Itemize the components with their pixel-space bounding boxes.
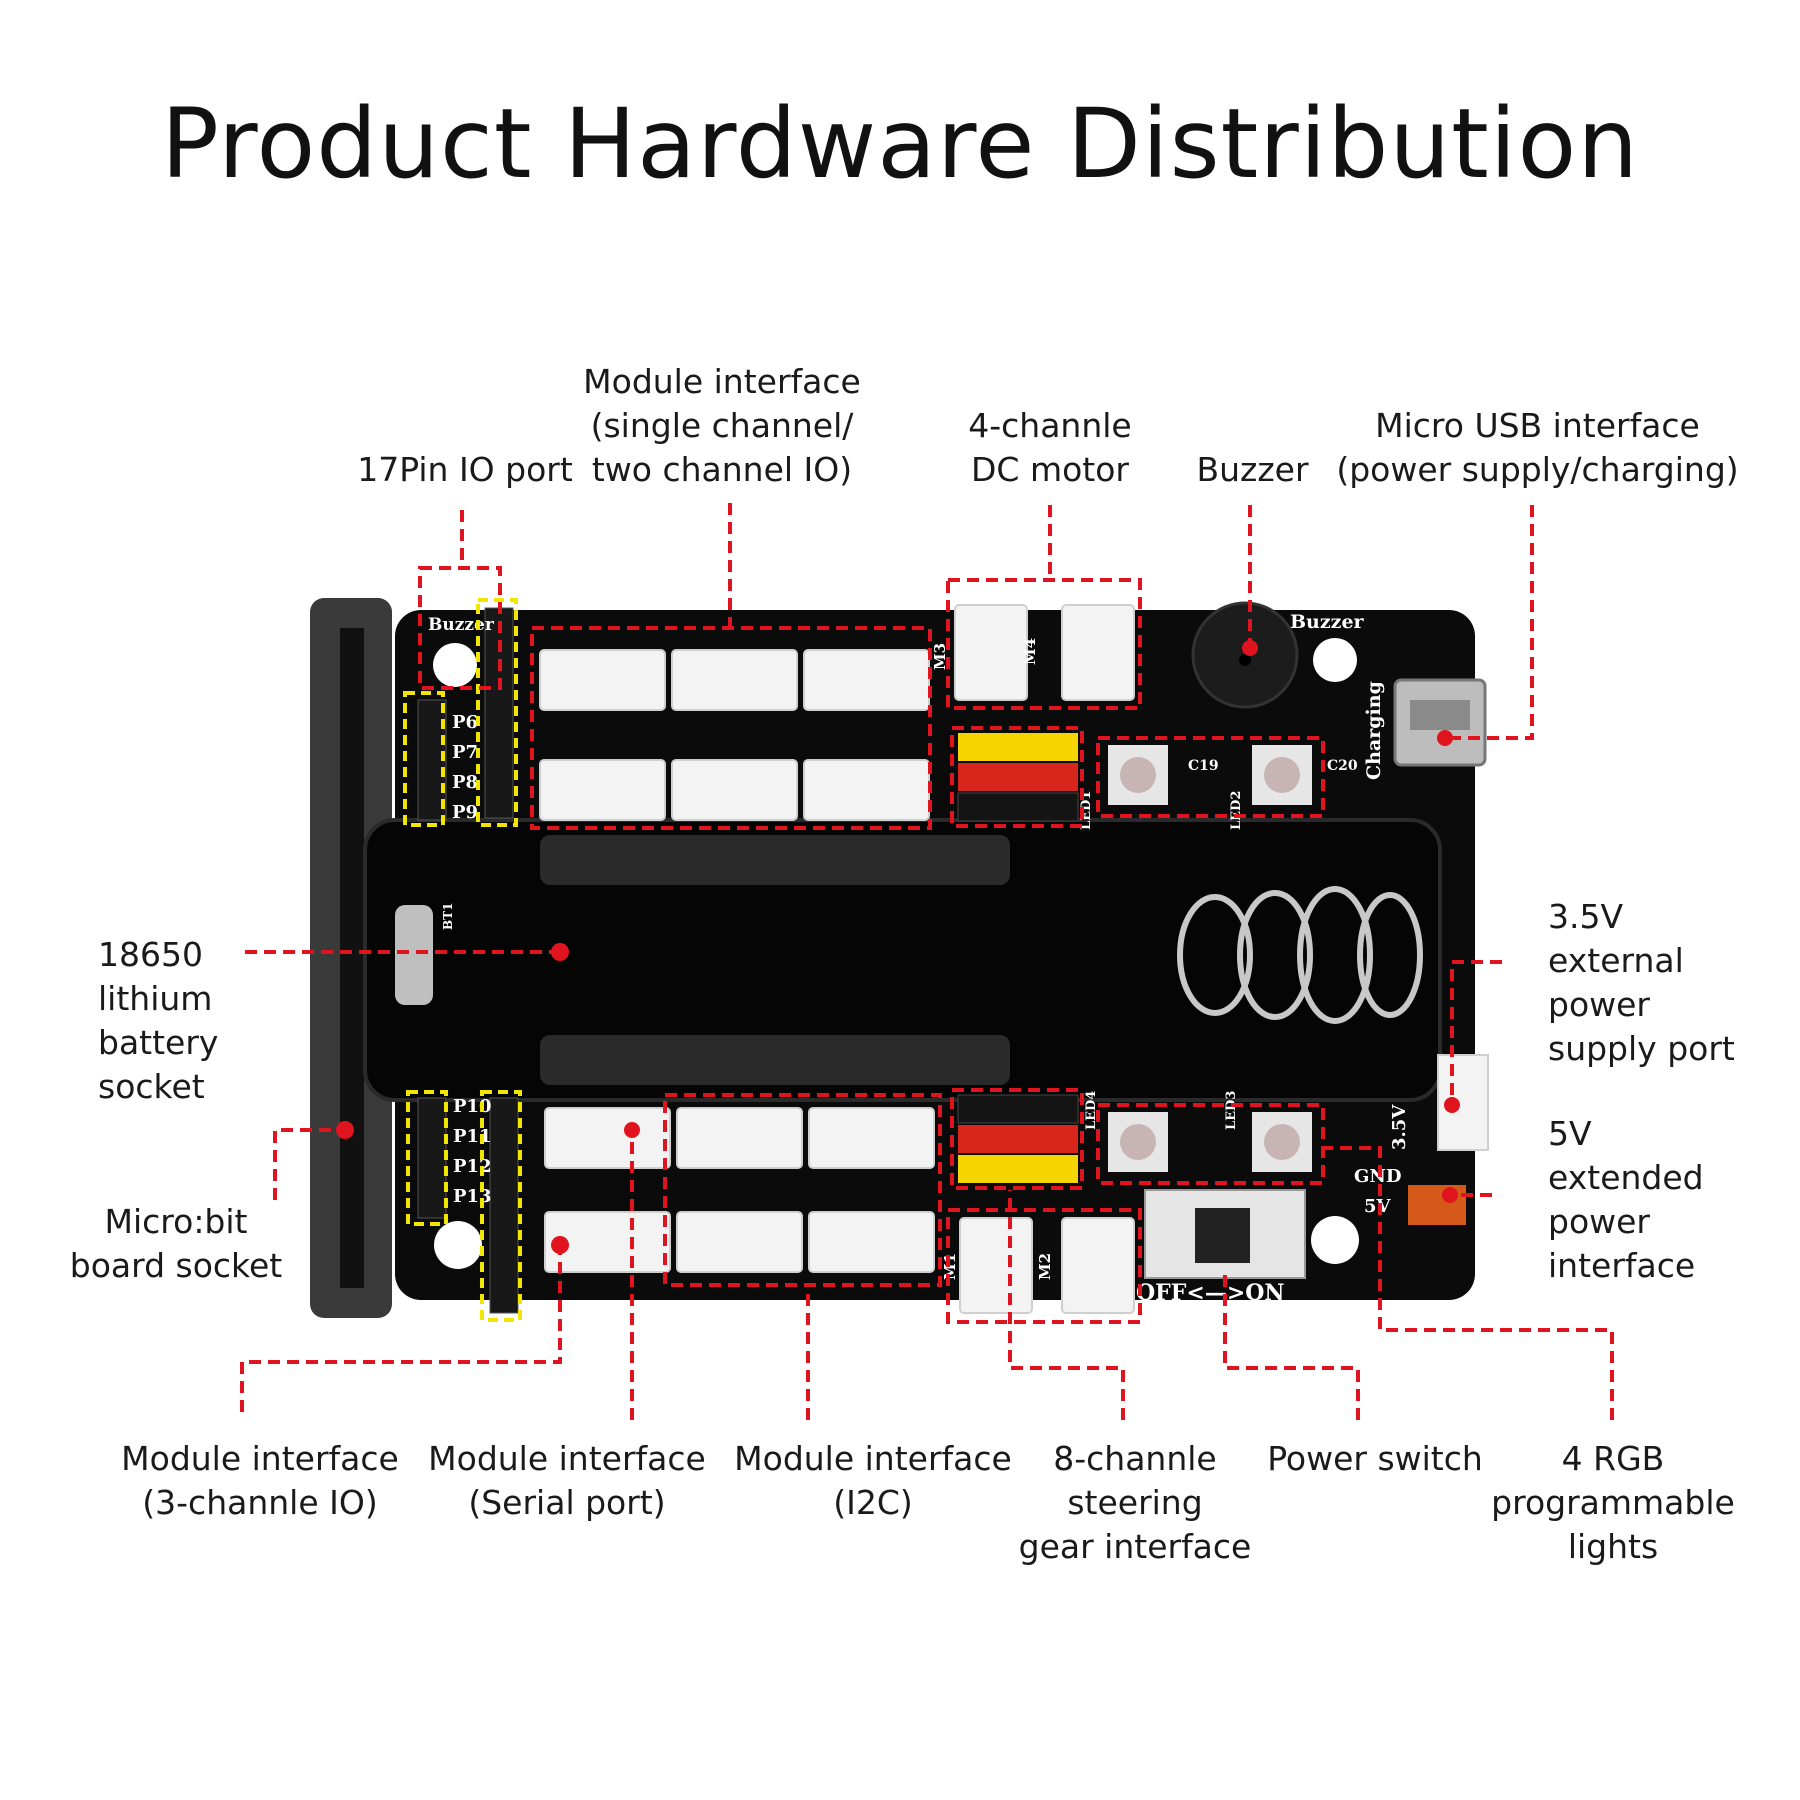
battery-holder-rib — [540, 835, 1010, 885]
micro-usb-opening — [1410, 700, 1470, 730]
battery-spring — [1177, 886, 1423, 1024]
power-switch-knob — [1195, 1208, 1250, 1263]
servo-headers-top — [957, 733, 1079, 822]
silk-charging: Charging — [1363, 681, 1385, 780]
mount-hole — [1311, 1216, 1359, 1264]
label-buzzer: Buzzer — [1196, 450, 1309, 489]
label-5v-extended: 5V extended power interface — [1548, 1114, 1704, 1285]
label-module-single-channel: Module interface (single channel/ two ch… — [583, 362, 861, 489]
label-microbit-socket: Micro:bit board socket — [69, 1202, 283, 1285]
page-title: Product Hardware Distribution — [160, 88, 1640, 200]
silk-led4: LED4 — [1084, 1091, 1099, 1130]
silk-c19: C19 — [1188, 758, 1219, 774]
silk-c20: C20 — [1327, 758, 1358, 774]
top-connectors — [539, 649, 930, 821]
label-rgb-lights: 4 RGB programmable lights — [1491, 1439, 1735, 1566]
silk-bt1: BT1 — [441, 903, 455, 930]
mount-hole — [433, 643, 477, 687]
silk-p11: P11 — [453, 1126, 492, 1147]
silk-p13: P13 — [453, 1186, 492, 1207]
io-header-bottom-left — [417, 1097, 447, 1219]
rgb-led-lens — [1120, 1124, 1156, 1160]
ext-35v-port — [1437, 1054, 1489, 1151]
silk-buzzer: Buzzer — [428, 615, 495, 635]
silk-p12: P12 — [453, 1156, 492, 1177]
battery-terminal — [395, 905, 433, 1005]
callout-dots — [336, 640, 1460, 1254]
silk-m4: M4 — [1021, 638, 1039, 665]
label-servo-interface: 8-channle steering gear interface — [1018, 1439, 1252, 1566]
io-header-top — [484, 607, 514, 819]
ext-5v-pins — [1408, 1185, 1466, 1225]
mount-hole — [1313, 638, 1357, 682]
silk-p9: P9 — [452, 802, 478, 823]
silk-m3: M3 — [931, 643, 949, 670]
silk-led1: LED1 — [1079, 791, 1094, 830]
silk-gnd: GND — [1354, 1166, 1401, 1187]
silk-p6: P6 — [452, 712, 478, 733]
motor-connectors-top — [954, 604, 1135, 701]
rgb-led-lens — [1264, 757, 1300, 793]
rgb-led-lens — [1264, 1124, 1300, 1160]
battery-holder-rib — [540, 1035, 1010, 1085]
label-17pin-io-port: 17Pin IO port — [357, 450, 573, 489]
label-dc-motor: 4-channle DC motor — [968, 406, 1132, 489]
microbit-socket-slot — [340, 628, 364, 1288]
io-header-bottom — [489, 1097, 519, 1314]
silk-p10: P10 — [453, 1096, 492, 1117]
callout-lines — [240, 503, 1614, 1420]
label-module-serial: Module interface (Serial port) — [428, 1439, 706, 1522]
silk-35v: 3.5V — [1389, 1104, 1410, 1150]
servo-headers-bottom — [957, 1094, 1079, 1183]
mount-hole — [434, 1221, 482, 1269]
rgb-led-lens — [1120, 757, 1156, 793]
silk-p7: P7 — [452, 742, 478, 763]
label-micro-usb: Micro USB interface (power supply/chargi… — [1336, 406, 1739, 489]
label-35v-external: 3.5V external power supply port — [1548, 897, 1735, 1068]
label-module-3ch-io: Module interface (3-channle IO) — [121, 1439, 399, 1522]
label-power-switch: Power switch — [1267, 1439, 1483, 1478]
silk-led2: LED2 — [1229, 791, 1244, 830]
silk-p8: P8 — [452, 772, 478, 793]
silk-m2: M2 — [1036, 1253, 1054, 1280]
silk-buzzer-right: Buzzer — [1290, 611, 1365, 633]
buzzer-hole — [1239, 654, 1251, 666]
silk-led3: LED3 — [1224, 1091, 1239, 1130]
bottom-connectors — [544, 1107, 935, 1273]
motor-connectors-bottom — [959, 1217, 1135, 1314]
yellow-highlights — [403, 598, 522, 1322]
label-18650-battery: 18650 lithium battery socket — [98, 935, 219, 1106]
silk-5v: 5V — [1364, 1196, 1392, 1217]
silk-switch: OFF<—>ON — [1136, 1280, 1285, 1306]
label-module-i2c: Module interface (I2C) — [734, 1439, 1012, 1522]
